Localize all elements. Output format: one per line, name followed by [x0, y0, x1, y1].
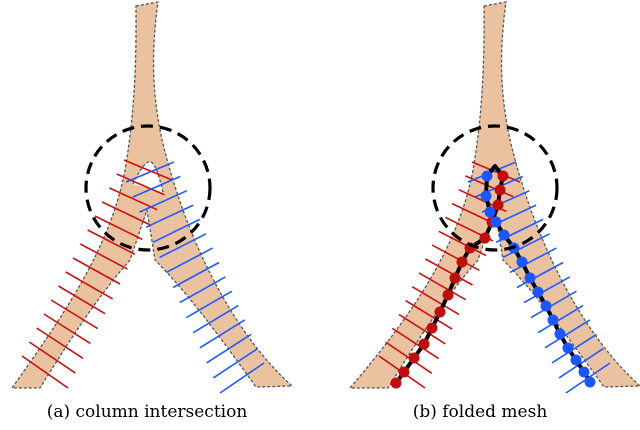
red-mesh-node [426, 322, 438, 334]
red-tick [411, 286, 460, 316]
red-tick [21, 355, 69, 389]
blue-mesh-node [554, 328, 566, 340]
red-nodes-b [390, 170, 509, 389]
blue-tick [523, 276, 571, 304]
red-tick [405, 299, 453, 330]
blue-tick [159, 233, 207, 259]
blue-mesh-node [532, 286, 544, 298]
blue-mesh-node [481, 170, 493, 182]
blue-mesh-node [562, 342, 574, 354]
intersection-circle-a [84, 124, 212, 252]
blue-tick [132, 175, 181, 198]
column-shape-a [10, 1, 294, 389]
blue-tick [551, 333, 598, 364]
red-tick [57, 285, 106, 315]
red-tick [398, 313, 446, 345]
caption-column-intersection: (a) column intersection [46, 402, 248, 422]
blue-tick [152, 218, 201, 244]
red-tick [109, 187, 158, 211]
blue-tick [502, 233, 550, 259]
red-mesh-node [497, 170, 509, 182]
red-tick [431, 244, 480, 272]
blue-tick [165, 247, 213, 274]
blue-mesh-node [540, 300, 552, 312]
red-mesh-node [418, 338, 430, 350]
red-tick [425, 258, 473, 286]
red-tick [438, 230, 487, 257]
blue-nodes-b [480, 170, 596, 388]
red-tick [28, 341, 76, 374]
panel-a [10, 1, 294, 394]
panel-b [348, 1, 640, 394]
red-tick [72, 257, 121, 285]
blue-tick [185, 290, 233, 319]
red-tick [36, 327, 84, 359]
red-tick [471, 161, 521, 183]
red-mesh-node [442, 289, 454, 301]
blue-tick [145, 204, 194, 228]
column-shape-b [348, 1, 640, 389]
blue-tick [558, 347, 604, 379]
blue-mesh-node [516, 256, 528, 268]
red-tick [101, 201, 151, 226]
blue-tick [192, 304, 239, 334]
red-tick [116, 173, 165, 196]
caption-folded-mesh: (b) folded mesh [412, 402, 548, 422]
blue-mesh-node [584, 376, 596, 388]
red-mesh-node [494, 184, 506, 196]
blue-tick [206, 333, 252, 364]
red-mesh-node [390, 377, 402, 389]
blue-tick [544, 319, 591, 349]
blue-mesh-node [578, 366, 590, 378]
blue-tick [509, 247, 557, 274]
red-mesh-node [434, 306, 446, 318]
red-tick [43, 313, 91, 345]
red-mesh-node [408, 352, 420, 364]
blue-tick [179, 276, 226, 304]
blue-mesh-node [524, 272, 536, 284]
blue-mesh-node [480, 190, 492, 202]
red-ticks-a [21, 159, 173, 389]
blue-mesh-node [547, 314, 559, 326]
blue-tick [125, 161, 175, 183]
red-mesh-node [449, 272, 461, 284]
blue-mesh-node [484, 206, 496, 218]
blue-tick [537, 304, 584, 334]
blue-mesh-node [570, 354, 582, 366]
blue-tick [199, 319, 246, 349]
red-tick [87, 229, 136, 256]
red-tick [65, 271, 113, 300]
blue-ticks-a [125, 161, 265, 394]
red-tick [94, 215, 143, 241]
red-tick [391, 327, 440, 360]
red-mesh-node [398, 366, 410, 378]
blue-mesh-node [490, 216, 502, 228]
blue-tick [172, 261, 220, 289]
red-tick [79, 243, 128, 270]
red-mesh-node [492, 199, 504, 211]
intersection-circle-b [431, 124, 559, 252]
blue-tick [219, 362, 265, 394]
blue-tick [530, 290, 577, 319]
blue-tick [212, 347, 259, 379]
red-tick [123, 159, 173, 181]
blue-tick [516, 261, 564, 289]
blue-tick [139, 189, 188, 213]
red-mesh-node [456, 256, 468, 268]
red-tick [418, 272, 467, 301]
red-tick [50, 299, 99, 330]
red-mesh-node [479, 232, 491, 244]
blue-mesh-node [498, 229, 510, 241]
